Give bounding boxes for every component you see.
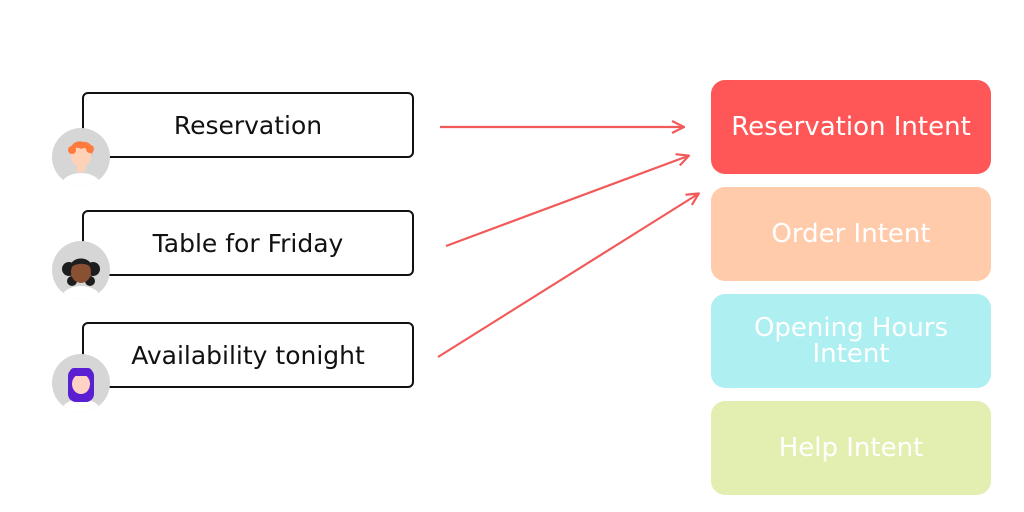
intent-box-opening-hours: Opening Hours Intent xyxy=(711,294,991,388)
intent-label: Opening Hours Intent xyxy=(753,313,949,369)
person-orange-hair-icon xyxy=(52,128,110,186)
utterance-box-reservation: Reservation xyxy=(82,92,414,158)
intent-label: Reservation Intent xyxy=(731,112,971,142)
utterance-text: Availability tonight xyxy=(131,340,365,370)
utterance-text: Table for Friday xyxy=(152,228,344,258)
utterance-box-availability-tonight: Availability tonight xyxy=(82,322,414,388)
intent-box-reservation: Reservation Intent xyxy=(711,80,991,174)
utterance-text: Reservation xyxy=(173,110,323,140)
intent-box-help: Help Intent xyxy=(711,401,991,495)
intent-box-order: Order Intent xyxy=(711,187,991,281)
utterance-box-table-for-friday: Table for Friday xyxy=(82,210,414,276)
intent-label: Order Intent xyxy=(771,219,931,249)
arrow-availability-tonight xyxy=(437,194,698,358)
intent-label: Help Intent xyxy=(778,433,924,463)
person-purple-hair-icon xyxy=(52,354,110,412)
person-dark-curly-hair-icon xyxy=(52,241,110,299)
arrow-table-for-friday xyxy=(445,156,688,248)
